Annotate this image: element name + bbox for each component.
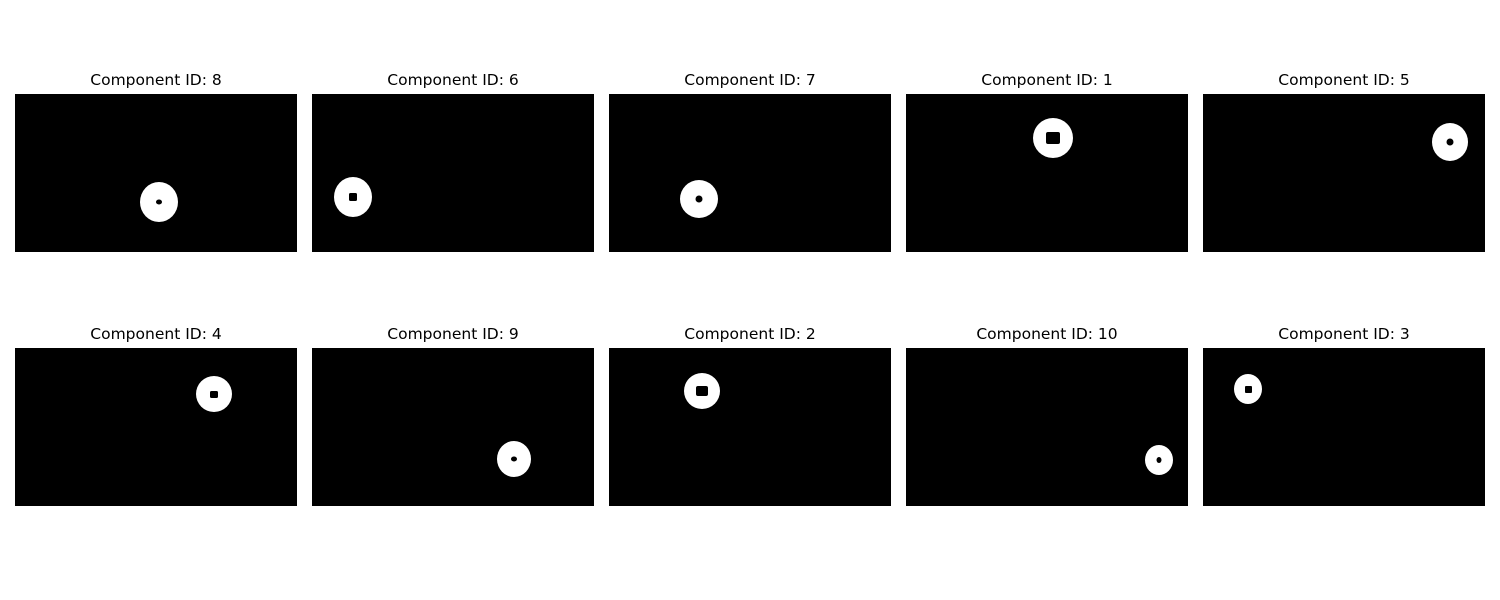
component-mask-image [609,94,891,252]
blob-hole [696,386,708,396]
component-mask-image [906,348,1188,506]
component-mask-image [15,348,297,506]
mask-svg [497,441,531,477]
panel-title: Component ID: 1 [981,71,1113,89]
blob-hole [156,199,162,205]
component-mask-image [1203,94,1485,252]
panel-title: Component ID: 6 [387,71,519,89]
panel-title: Component ID: 2 [684,325,816,343]
component-mask-image [312,94,594,252]
panel-title: Component ID: 3 [1278,325,1410,343]
component-mask-image [1203,348,1485,506]
component-mask-image [609,348,891,506]
blob-hole [1156,457,1162,463]
mask-svg [684,373,720,409]
mask-svg [1145,445,1173,475]
mask-svg [1033,118,1073,158]
panel-title: Component ID: 8 [90,71,222,89]
blob-hole [1046,132,1060,144]
panel-title: Component ID: 7 [684,71,816,89]
mask-svg [680,180,718,218]
mask-svg [1432,123,1468,161]
component-mask-image [906,94,1188,252]
panel-title: Component ID: 10 [976,325,1118,343]
mask-svg [140,182,178,222]
mask-svg [1234,374,1262,404]
component-mask-image [312,348,594,506]
blob-hole [210,391,218,398]
panel-title: Component ID: 5 [1278,71,1410,89]
component-mask-image [15,94,297,252]
panel-title: Component ID: 4 [90,325,222,343]
blob-hole [695,195,703,203]
mask-svg [196,376,232,412]
blob-hole [1446,138,1454,146]
blob-hole [349,193,357,201]
panel-title: Component ID: 9 [387,325,519,343]
blob-hole [1245,386,1252,393]
blob-hole [511,456,517,462]
mask-svg [334,177,372,217]
